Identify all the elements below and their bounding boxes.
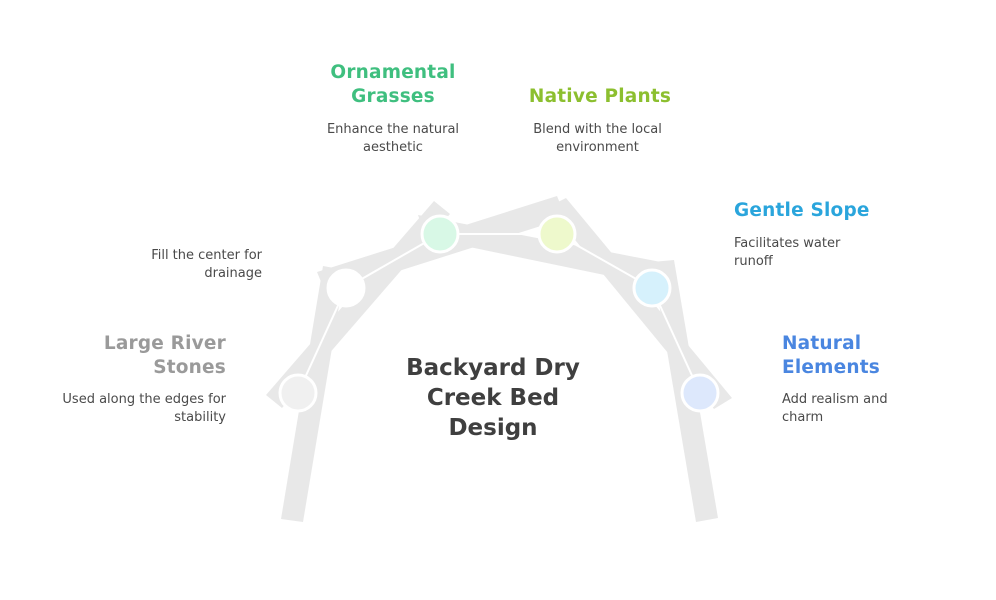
node-large-river-stones: [278, 373, 318, 413]
grasses-description: Enhance the natural aesthetic: [326, 122, 460, 155]
node-gentle-slope: [632, 268, 672, 308]
plants-title: Native Plants: [528, 86, 672, 107]
natural-description: Add realism and charm: [782, 392, 888, 425]
stones-title: Large River Stones: [103, 333, 226, 378]
node-fill-center: [326, 268, 366, 308]
natural-title: Natural Elements: [782, 333, 880, 378]
fill-description: Fill the center for drainage: [151, 248, 262, 281]
node-native-plants: [537, 214, 577, 254]
node-ornamental-grasses: [420, 214, 460, 254]
slope-title: Gentle Slope: [734, 200, 870, 221]
diagram-title: Backyard Dry Creek Bed Design: [406, 355, 580, 441]
grasses-title: Ornamental Grasses: [330, 62, 456, 107]
stones-description: Used along the edges for stability: [62, 392, 226, 425]
plants-description: Blend with the local environment: [533, 122, 662, 155]
node-natural-elements: [680, 373, 720, 413]
slope-description: Facilitates water runoff: [734, 236, 841, 269]
